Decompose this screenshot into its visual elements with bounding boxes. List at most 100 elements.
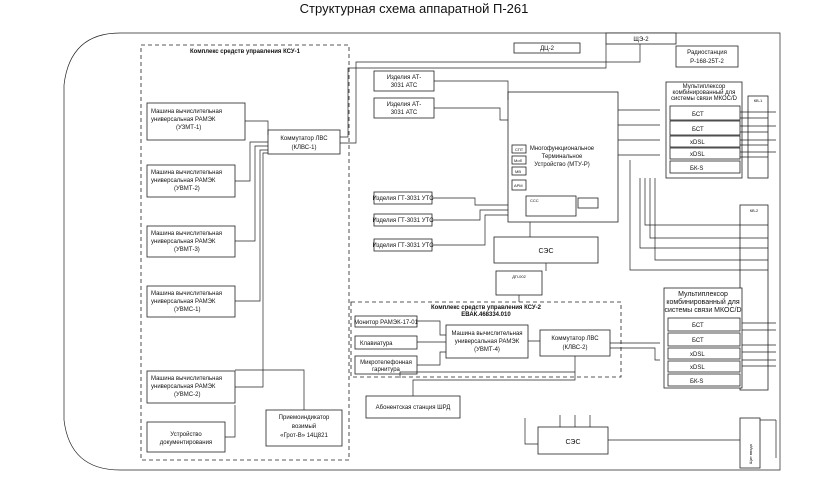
machine-3-line-3: (УВМТ-3)	[174, 247, 200, 253]
doc-device-line-2: документирования	[160, 440, 212, 446]
receiver: Приемоиндикатор возимый «Грот-В» 14Ц821	[265, 409, 343, 447]
mux2-card-1: БСТ	[692, 323, 704, 329]
switch-klvs2: Коммутатор ЛВС (КЛВС-2)	[539, 329, 611, 357]
machine-2-line-1: Машина вычислительная	[151, 170, 222, 176]
mux1: Мультиплексор комбинированный для систем…	[665, 81, 743, 179]
subscriber-station: Абонентская станция ШРД	[365, 395, 461, 419]
mux1-out-wires	[740, 111, 776, 158]
input-shield-box	[739, 417, 761, 469]
gt-2-label: Изделия ГТ-3031 УТС	[372, 218, 434, 224]
mtu-box: СПТ Моб МВ АРМ ССС Многофункциональное Т…	[507, 91, 619, 223]
switch-klvs2-line-1: Коммутатор ЛВС	[551, 336, 599, 342]
vehicle-outline	[63, 32, 781, 471]
switch-klvs1-line-1: Коммутатор ЛВС	[280, 136, 328, 142]
radio-line-1: Радиостанция	[687, 50, 727, 56]
monitor-box: Монитор РАМЭК-17-01	[354, 315, 419, 328]
ksu2-wires	[399, 320, 660, 396]
mtu-wires	[432, 80, 660, 246]
gt-3: Изделия ГТ-3031 УТС	[372, 238, 434, 252]
mux1-card-3: xDSL	[690, 140, 705, 146]
machine-2-line-2: универсальная РАМЭК	[151, 178, 216, 184]
gt-2: Изделия ГТ-3031 УТС	[372, 213, 434, 227]
du2-box	[513, 42, 581, 54]
ats-1-line-2: 3031 АТС	[391, 83, 418, 89]
machine-uvmt4: Машина вычислительная универсальная РАМЭ…	[445, 324, 529, 359]
receiver-line-3: «Грот-В» 14Ц821	[280, 433, 328, 439]
mux2: Мультиплексор комбинированный для систем…	[663, 287, 743, 389]
gt-1-label: Изделия ГТ-3031 УТС	[372, 196, 434, 202]
machine-4: Машина вычислительная универсальная РАМЭ…	[146, 285, 236, 318]
mux2-card-2: БСТ	[692, 338, 704, 344]
ksu2-label-line-1: Комплекс средств управления КСУ-2	[431, 305, 542, 311]
ksu1-label: Комплекс средств управления КСУ-1	[190, 49, 301, 55]
machine-4-line-2: универсальная РАМЭК	[151, 299, 216, 305]
ses2-wires	[524, 415, 777, 458]
machine-uvmt4-line-3: (УВМТ-4)	[474, 347, 500, 353]
headset-line-2: гарнитура	[372, 367, 400, 373]
ses2-label: СЭС	[565, 439, 580, 446]
mtu-label-mv: МВ	[515, 169, 521, 174]
ats-1-line-1: Изделия АТ-	[387, 75, 422, 81]
ats-2: Изделия АТ- 3031 АТС	[373, 97, 435, 119]
kv2-wires	[629, 160, 776, 367]
mux1-title-2: комбинированный для	[673, 89, 736, 96]
doc-device-line-1: Устройство	[170, 431, 202, 438]
input-shield-label: Щит ввода	[748, 443, 753, 464]
machine-1-line-1: Машина вычислительная	[151, 109, 222, 115]
machine-5: Машина вычислительная универсальная РАМЭ…	[146, 370, 236, 404]
mtu-line-2: Терминальное	[542, 154, 583, 160]
switch-klvs2-line-2: (КЛВС-2)	[563, 345, 588, 351]
machine-5-line-1: Машина вычислительная	[151, 376, 222, 382]
mux1-card-4: xDSL	[690, 152, 705, 158]
ats-2-line-2: 3031 АТС	[391, 110, 418, 116]
mtu-line-3: Устройство (МТУ-Р)	[534, 161, 590, 168]
mtu-label-spt: СПТ	[515, 147, 524, 152]
ats-1: Изделия АТ- 3031 АТС	[373, 70, 435, 92]
ksu2-label-line-2: ЕВАК.468334.010	[461, 312, 511, 318]
mux2-card-5: БК-S	[690, 379, 703, 385]
machine-4-line-1: Машина вычислительная	[151, 291, 222, 297]
mtu-line-1: Многофункциональное	[530, 146, 595, 152]
mux1-card-2: БСТ	[692, 127, 704, 133]
machine-3-line-1: Машина вычислительная	[151, 231, 222, 237]
monitor-label: Монитор РАМЭК-17-01	[354, 320, 419, 326]
mux2-title-2: комбинированный для	[666, 298, 740, 306]
mux1-title-1: Мультиплексор	[683, 84, 726, 90]
shch2-box	[605, 32, 677, 45]
mux2-title-3: системы связи МКОС/D	[664, 307, 741, 314]
switch-klvs1: Коммутатор ЛВС (КЛВС-1)	[267, 129, 341, 155]
machine-3-line-2: универсальная РАМЭК	[151, 239, 216, 245]
machine-1-line-3: (УЗМТ-1)	[176, 125, 201, 131]
mux2-card-4: xDSL	[690, 365, 705, 371]
ats-2-line-1: Изделия АТ-	[387, 102, 422, 108]
machine-1: Машина вычислительная универсальная РАМЭ…	[146, 102, 246, 141]
mux1-title-3: системы связи МКОС/D	[671, 96, 738, 102]
keyboard-label: Клавиатура	[360, 341, 393, 347]
machine-2-line-3: (УВМТ-2)	[174, 186, 200, 192]
ksu1-group	[140, 44, 350, 461]
ses-wires	[518, 222, 547, 302]
receiver-line-1: Приемоиндикатор	[279, 415, 330, 421]
machine-4-line-3: (УВМС-1)	[174, 307, 200, 313]
headset-line-1: Микротелефонная	[360, 360, 412, 366]
keyboard-box: Клавиатура	[354, 335, 418, 350]
mtu-label-arm: АРМ	[514, 183, 523, 188]
mux2-title-1: Мультиплексор	[678, 291, 728, 298]
gt-3-label: Изделия ГТ-3031 УТС	[372, 243, 434, 249]
kv2-box	[739, 204, 769, 391]
doc-device: Устройство документирования	[146, 421, 226, 453]
du2-label: ДЦ-2	[540, 46, 555, 52]
kv2-label: КВ-2	[750, 208, 759, 213]
ses-box	[493, 236, 599, 264]
machine-5-line-3: (УВМС-2)	[174, 392, 200, 398]
kv1-label: КВ-1	[754, 98, 763, 103]
mux1-card-5: БК-S	[690, 166, 703, 172]
switch-klvs1-line-2: (КЛВС-1)	[292, 145, 317, 151]
radio-line-2: Р-168-25Т-2	[690, 59, 724, 65]
mux2-card-3: xDSL	[690, 352, 705, 358]
diagram-title: Структурная схема аппаратной П-261	[299, 1, 529, 16]
machine-uvmt4-line-2: универсальная РАМЭК	[455, 339, 520, 345]
gt-1: Изделия ГТ-3031 УТС	[372, 191, 434, 205]
machine-3: Машина вычислительная универсальная РАМЭ…	[146, 225, 236, 258]
